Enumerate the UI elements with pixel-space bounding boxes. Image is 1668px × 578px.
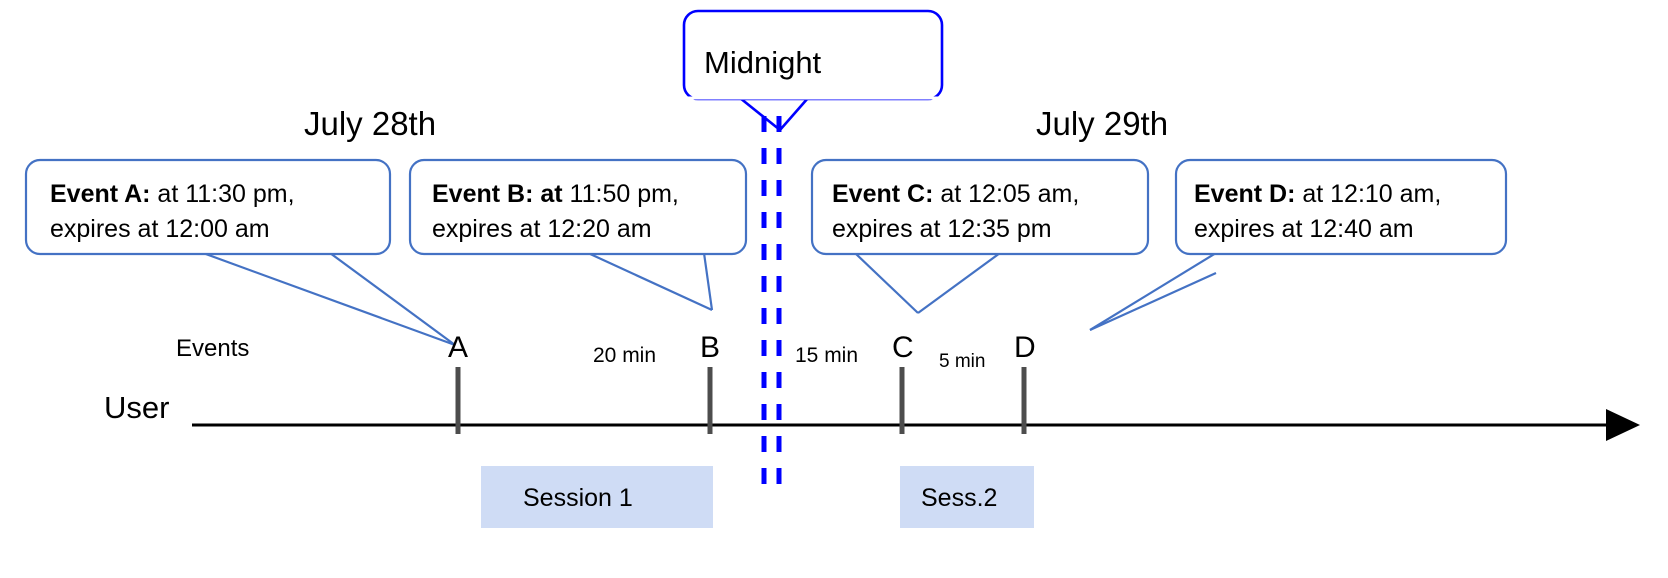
callout-c-bold: Event C: (832, 180, 933, 208)
event-tick-c: C (892, 331, 914, 434)
timeline-axis (192, 409, 1640, 441)
events-row-label: Events (176, 335, 249, 362)
callout-d-line1: Event D: at 12:10 am, (1194, 180, 1441, 208)
callout-b-line2: expires at 12:20 am (432, 215, 652, 243)
tick-label-c: C (892, 331, 914, 364)
session-2-box (900, 466, 1034, 528)
callout-box-a (24, 158, 392, 256)
session-1-label: Session 1 (523, 484, 633, 512)
callout-a-line2: expires at 12:00 am (50, 215, 270, 243)
callout-a-bold: Event A: (50, 180, 150, 208)
event-tick-d: D (1014, 331, 1036, 434)
callout-d-bold: Event D: (1194, 180, 1295, 208)
leader-line-c2 (917, 252, 1001, 314)
leader-line-a2 (329, 252, 456, 346)
tick-label-a: A (448, 331, 468, 364)
callout-b-line1: Event B: at 11:50 pm, (432, 180, 679, 208)
callout-c-rest: at 12:05 am, (933, 180, 1079, 208)
callout-box-d (1174, 158, 1508, 256)
session-1-box (481, 466, 713, 528)
leader-line-d (1089, 252, 1217, 331)
tick-label-b: B (700, 331, 720, 364)
callout-c-line2: expires at 12:35 pm (832, 215, 1052, 243)
leader-line-c (854, 252, 919, 314)
session-1: Session 1 (481, 466, 713, 528)
day-label-right: July 29th (1036, 105, 1168, 142)
leader-line-a (202, 251, 456, 347)
gap-label-c-d: 5 min (939, 351, 985, 372)
callout-event-a: Event A: at 11:30 pm, expires at 12:00 a… (24, 158, 392, 256)
leader-line-d2 (1089, 271, 1217, 332)
midnight-label: Midnight (704, 45, 822, 80)
callout-event-b: Event B: at 11:50 pm, expires at 12:20 a… (408, 158, 748, 256)
callout-event-c: Event C: at 12:05 am, expires at 12:35 p… (810, 158, 1150, 256)
midnight-callout-tail (736, 96, 811, 132)
callout-box-b (408, 158, 748, 256)
midnight-divider (761, 116, 782, 498)
callout-leader-lines (202, 251, 1217, 347)
callout-a-line1: Event A: at 11:30 pm, (50, 180, 295, 208)
callout-c-line1: Event C: at 12:05 am, (832, 180, 1079, 208)
callout-a-rest: at 11:30 pm, (150, 180, 294, 208)
leader-line-b (587, 252, 713, 311)
callout-box-c (810, 158, 1150, 256)
gap-label-b-c: 15 min (795, 344, 858, 367)
tick-label-d: D (1014, 331, 1036, 364)
midnight-callout: Midnight (682, 9, 944, 132)
callout-d-line2: expires at 12:40 am (1194, 215, 1414, 243)
event-tick-a: A (448, 331, 468, 434)
axis-arrow-icon (1606, 409, 1640, 441)
event-tick-b: B (700, 331, 720, 434)
leader-line-b2 (702, 252, 714, 311)
callout-d-rest: at 12:10 am, (1295, 180, 1441, 208)
session-2: Sess.2 (900, 466, 1034, 528)
gap-label-a-b: 20 min (593, 344, 656, 367)
session-2-label: Sess.2 (921, 484, 997, 512)
callout-event-d: Event D: at 12:10 am, expires at 12:40 a… (1174, 158, 1508, 256)
user-row-label: User (104, 390, 169, 425)
callout-b-bold: Event B: at (432, 180, 563, 208)
day-label-left: July 28th (304, 105, 436, 142)
callout-b-rest: 11:50 pm, (563, 180, 679, 208)
